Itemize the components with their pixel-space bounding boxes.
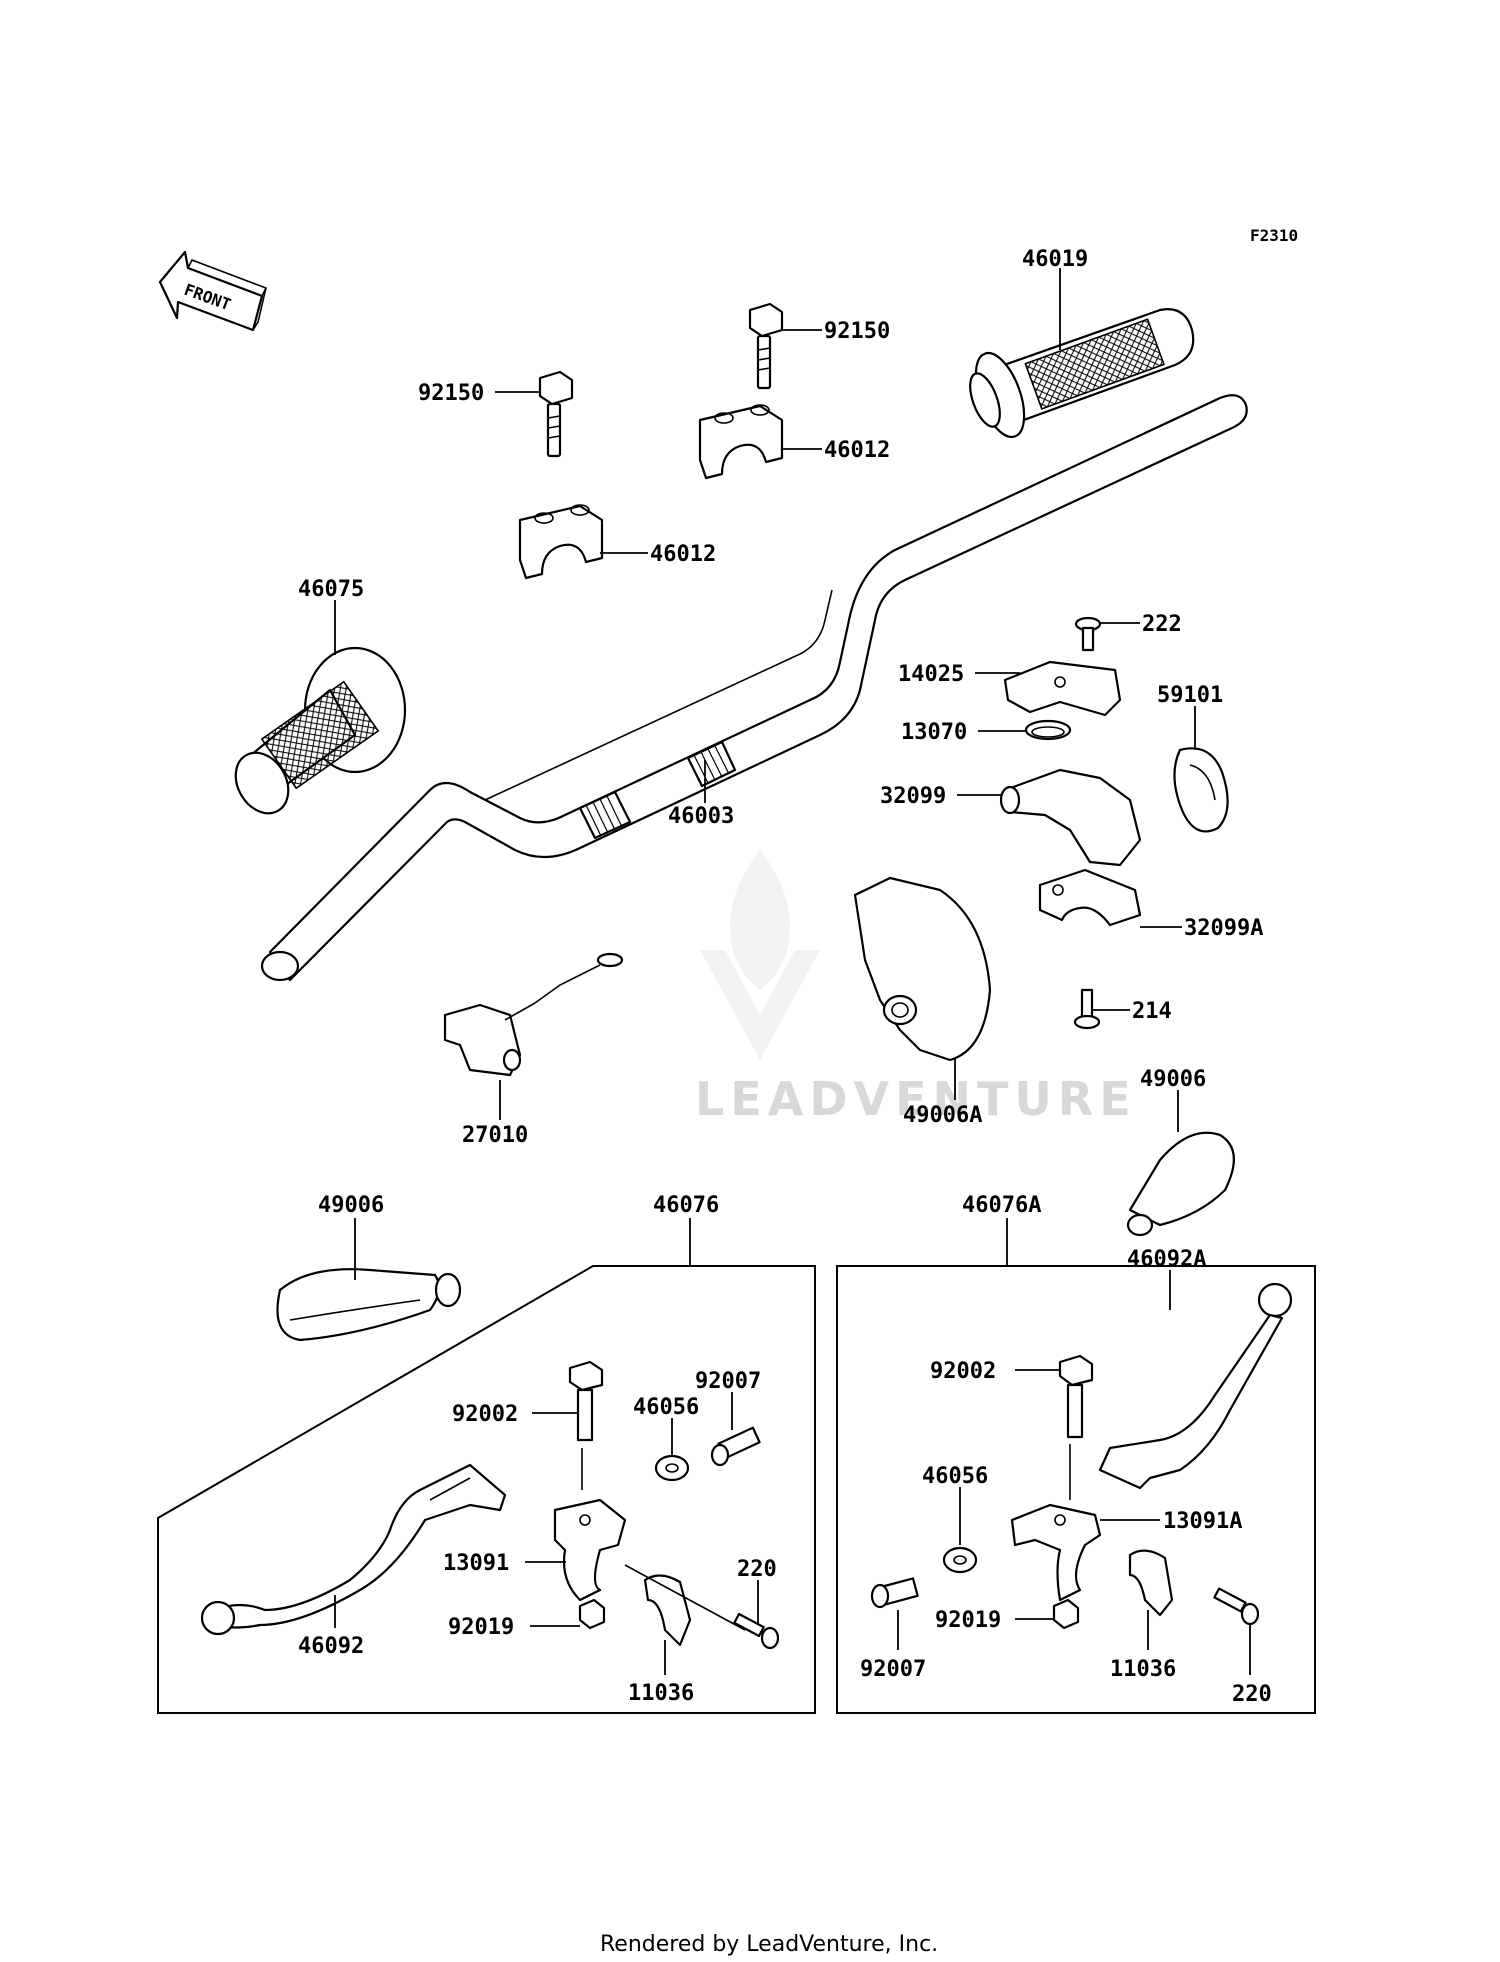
label-46003: 46003	[668, 804, 734, 829]
label-49006-right: 49006	[1140, 1067, 1206, 1092]
label-46092: 46092	[298, 1634, 364, 1659]
throttle-case-32099	[999, 768, 1142, 867]
label-46076: 46076	[653, 1193, 719, 1218]
cable-adjuster-92007-left	[710, 1426, 761, 1467]
bolt-92150-top	[748, 302, 784, 390]
nut-92019-left	[578, 1598, 606, 1630]
cable-adjuster-92007-right	[870, 1577, 919, 1609]
clamp-11036-left	[643, 1574, 692, 1647]
lever-46092	[200, 1463, 507, 1636]
label-11036-left: 11036	[628, 1681, 694, 1706]
bolt-92002-left	[568, 1360, 604, 1490]
label-92019-left: 92019	[448, 1615, 514, 1640]
label-220-right: 220	[1232, 1682, 1272, 1707]
adjuster-46056-right	[942, 1546, 978, 1574]
holder-13091	[553, 1498, 627, 1602]
label-222: 222	[1142, 612, 1182, 637]
label-92002-left: 92002	[452, 1402, 518, 1427]
guard-49006-right	[1126, 1131, 1235, 1237]
assembly-box-46076	[157, 1265, 816, 1714]
adjuster-46056-left	[654, 1454, 690, 1482]
holder-13091A	[1010, 1503, 1102, 1602]
label-92002-right: 92002	[930, 1359, 996, 1384]
left-grip-46075	[234, 646, 407, 815]
lever-46092A	[1098, 1282, 1293, 1490]
label-13091: 13091	[443, 1551, 509, 1576]
label-92019-right: 92019	[935, 1608, 1001, 1633]
label-13091A: 13091A	[1163, 1509, 1242, 1534]
diagram-code: F2310	[1250, 226, 1298, 245]
guard-49006-left	[276, 1268, 462, 1342]
label-46019: 46019	[1022, 247, 1088, 272]
clamp-46012-left	[518, 504, 604, 580]
screw-214	[1073, 988, 1101, 1030]
label-49006A: 49006A	[903, 1103, 982, 1128]
nut-92019-right	[1052, 1598, 1080, 1630]
label-92150-left: 92150	[418, 381, 484, 406]
label-14025: 14025	[898, 662, 964, 687]
bolt-92002-right	[1058, 1354, 1094, 1500]
screw-220-right	[1213, 1587, 1260, 1626]
leader-lines	[334, 268, 1251, 1675]
label-92150-top: 92150	[824, 319, 890, 344]
assembly-box-46076A	[836, 1265, 1316, 1714]
screw-222	[1074, 616, 1102, 652]
label-13070: 13070	[901, 720, 967, 745]
front-arrow-icon	[158, 250, 268, 332]
bolt-92150-left	[538, 370, 574, 458]
footer-credit: Rendered by LeadVenture, Inc.	[600, 1932, 938, 1957]
guard-49006A	[853, 876, 992, 1062]
clamp-46012-top	[698, 404, 784, 480]
label-46012-top: 46012	[824, 438, 890, 463]
label-32099: 32099	[880, 784, 946, 809]
watermark-text: LEADVENTURE	[695, 1072, 1137, 1126]
handlebar-46003	[260, 394, 1248, 982]
label-214: 214	[1132, 999, 1172, 1024]
gasket-13070	[1024, 719, 1072, 741]
cover-14025	[1003, 660, 1122, 717]
label-46076A: 46076A	[962, 1193, 1041, 1218]
label-46075: 46075	[298, 577, 364, 602]
label-46056-right: 46056	[922, 1464, 988, 1489]
label-27010: 27010	[462, 1123, 528, 1148]
label-59101: 59101	[1157, 683, 1223, 708]
label-46092A: 46092A	[1127, 1247, 1206, 1272]
label-46012-left: 46012	[650, 542, 716, 567]
screw-220-left	[624, 1564, 780, 1650]
pulley-59101	[1173, 747, 1229, 833]
throttle-case-32099A	[1038, 868, 1142, 927]
label-92007-left: 92007	[695, 1369, 761, 1394]
watermark-logo	[700, 850, 820, 1060]
label-92007-right: 92007	[860, 1657, 926, 1682]
label-220-left: 220	[737, 1557, 777, 1582]
label-49006-left: 49006	[318, 1193, 384, 1218]
switch-27010	[443, 952, 624, 1077]
label-11036-right: 11036	[1110, 1657, 1176, 1682]
clamp-11036-right	[1128, 1549, 1174, 1617]
label-46056-left: 46056	[633, 1395, 699, 1420]
right-grip-46019	[969, 308, 1195, 439]
label-32099A: 32099A	[1184, 916, 1263, 941]
